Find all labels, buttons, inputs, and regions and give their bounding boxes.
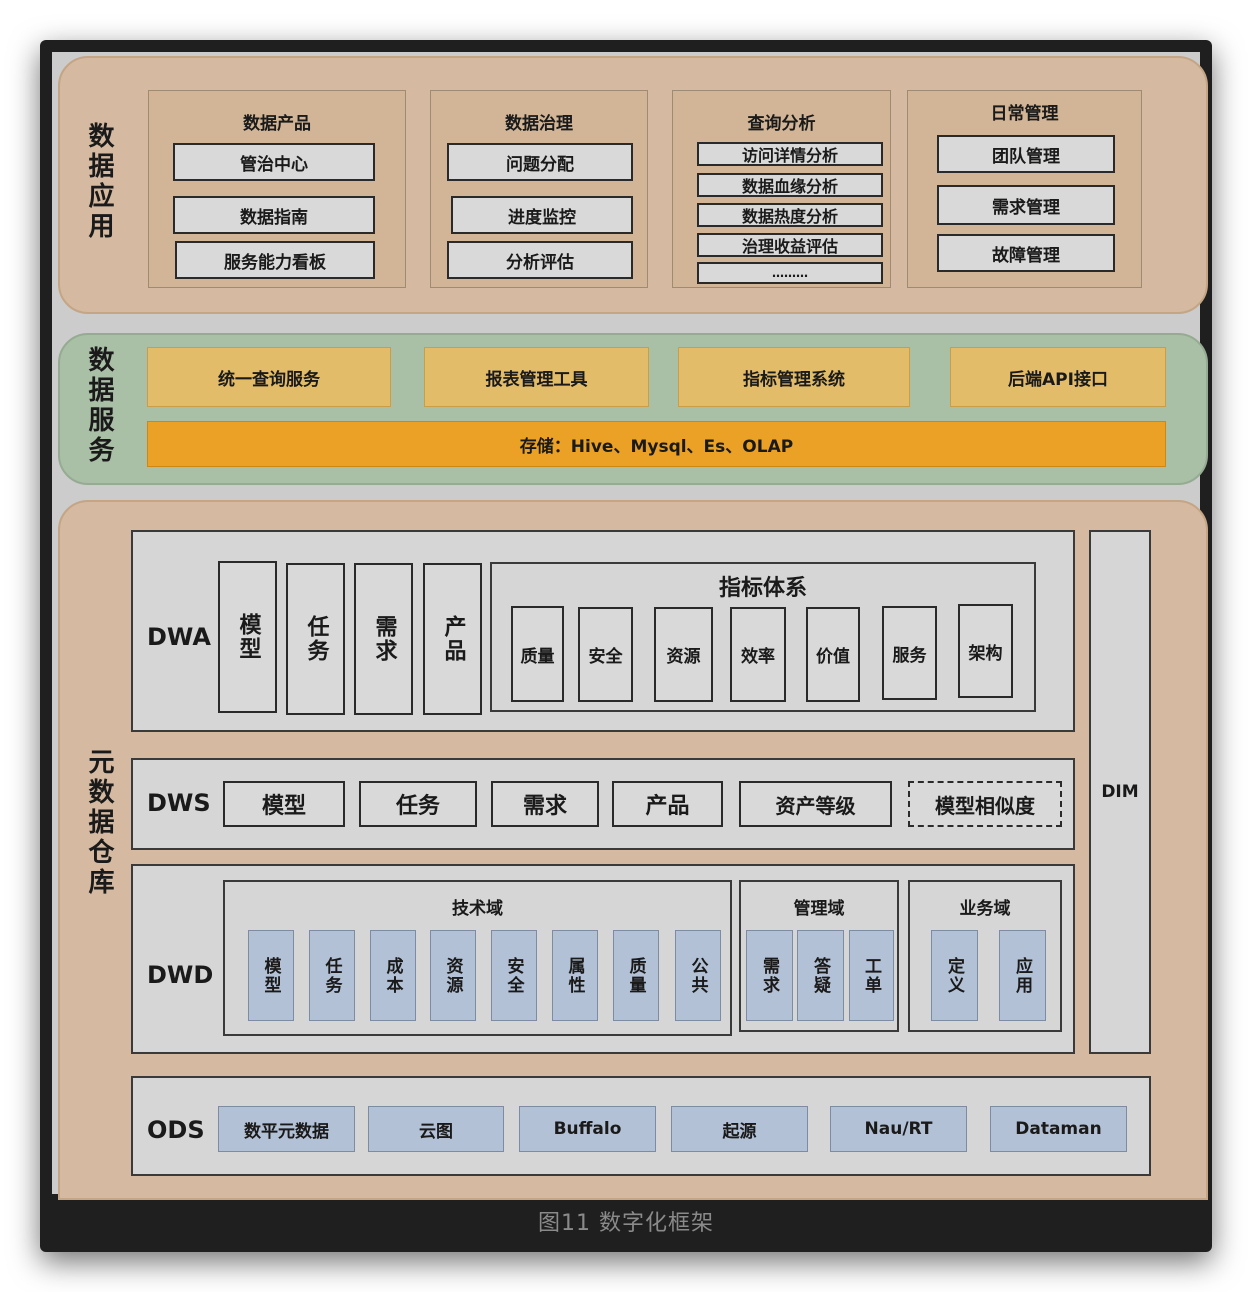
tech-security[interactable]: 安全 (491, 930, 537, 1021)
backend-api[interactable]: 后端API接口 (950, 347, 1166, 407)
biz-application[interactable]: 应用 (999, 930, 1046, 1021)
tech-quality[interactable]: 质量 (613, 930, 659, 1021)
app-item[interactable]: 服务能力看板 (175, 241, 375, 279)
group-title: 数据治理 (505, 114, 573, 134)
dws-asset-level[interactable]: 资产等级 (739, 781, 892, 827)
report-management-tool[interactable]: 报表管理工具 (424, 347, 649, 407)
ods-source[interactable]: Dataman (990, 1106, 1127, 1152)
mgmt-demand[interactable]: 需求 (746, 930, 793, 1021)
metric-security[interactable]: 安全 (578, 607, 633, 702)
dwa-task[interactable]: 任务 (286, 563, 345, 715)
mgmt-qa[interactable]: 答疑 (797, 930, 844, 1021)
group-title: 数据产品 (243, 114, 311, 134)
app-item[interactable]: 需求管理 (937, 185, 1115, 225)
dim-panel[interactable]: DIM (1089, 530, 1151, 1054)
dwa-product[interactable]: 产品 (423, 563, 482, 715)
app-item[interactable]: 问题分配 (447, 143, 633, 181)
tech-attribute[interactable]: 属性 (552, 930, 598, 1021)
dwd-label: DWD (147, 961, 214, 989)
metadata-warehouse-label: 元数据仓库 (84, 748, 114, 898)
mgmt-ticket[interactable]: 工单 (849, 930, 894, 1021)
tech-common[interactable]: 公共 (675, 930, 721, 1021)
app-item-more[interactable]: ……… (697, 262, 883, 284)
metric-architecture[interactable]: 架构 (958, 604, 1013, 698)
group-title: 查询分析 (747, 114, 816, 134)
dws-demand[interactable]: 需求 (491, 781, 599, 827)
app-item[interactable]: 治理收益评估 (697, 233, 883, 257)
dwa-demand[interactable]: 需求 (354, 563, 413, 715)
ods-source[interactable]: 云图 (368, 1106, 504, 1152)
ods-source[interactable]: Nau/RT (830, 1106, 967, 1152)
dwa-model[interactable]: 模型 (218, 561, 277, 713)
tech-task[interactable]: 任务 (309, 930, 355, 1021)
dim-label: DIM (1101, 782, 1139, 802)
figure-caption: 图11 数字化框架 (538, 1211, 714, 1236)
app-item[interactable]: 数据指南 (173, 196, 375, 234)
metric-resource[interactable]: 资源 (654, 607, 713, 702)
app-item[interactable]: 管治中心 (173, 143, 375, 181)
dws-model[interactable]: 模型 (223, 781, 345, 827)
metric-value[interactable]: 价值 (806, 607, 860, 702)
group-title: 日常管理 (990, 104, 1059, 124)
dws-product[interactable]: 产品 (612, 781, 723, 827)
data-service-label: 数据服务 (84, 346, 114, 466)
ods-source[interactable]: 数平元数据 (218, 1106, 355, 1152)
tech-resource[interactable]: 资源 (430, 930, 476, 1021)
dwa-label: DWA (147, 623, 211, 651)
metric-quality[interactable]: 质量 (511, 606, 564, 702)
ods-source[interactable]: Buffalo (519, 1106, 656, 1152)
data-application-label: 数据应用 (84, 122, 114, 242)
ods-source[interactable]: 起源 (671, 1106, 808, 1152)
storage-bar: 存储：Hive、Mysql、Es、OLAP (147, 421, 1166, 467)
dws-label: DWS (147, 789, 211, 817)
biz-definition[interactable]: 定义 (931, 930, 978, 1021)
metric-service[interactable]: 服务 (882, 606, 937, 700)
app-item[interactable]: 故障管理 (937, 234, 1115, 272)
biz-domain-title: 业务域 (959, 899, 1011, 919)
metric-efficiency[interactable]: 效率 (730, 607, 786, 702)
app-item[interactable]: 团队管理 (937, 135, 1115, 173)
dws-model-similarity[interactable]: 模型相似度 (908, 781, 1062, 827)
app-item[interactable]: 数据血缘分析 (697, 173, 883, 197)
ods-label: ODS (147, 1116, 205, 1144)
dws-task[interactable]: 任务 (359, 781, 477, 827)
tech-model[interactable]: 模型 (248, 930, 294, 1021)
app-item[interactable]: 访问详情分析 (697, 142, 883, 166)
metric-system-title: 指标体系 (718, 576, 807, 601)
metric-management-system[interactable]: 指标管理系统 (678, 347, 910, 407)
app-item[interactable]: 数据热度分析 (697, 203, 883, 227)
unified-query-service[interactable]: 统一查询服务 (147, 347, 391, 407)
app-item[interactable]: 进度监控 (451, 196, 633, 234)
mgmt-domain-title: 管理域 (793, 899, 845, 919)
tech-domain-title: 技术域 (452, 899, 503, 919)
app-item[interactable]: 分析评估 (447, 241, 633, 279)
tech-cost[interactable]: 成本 (370, 930, 416, 1021)
